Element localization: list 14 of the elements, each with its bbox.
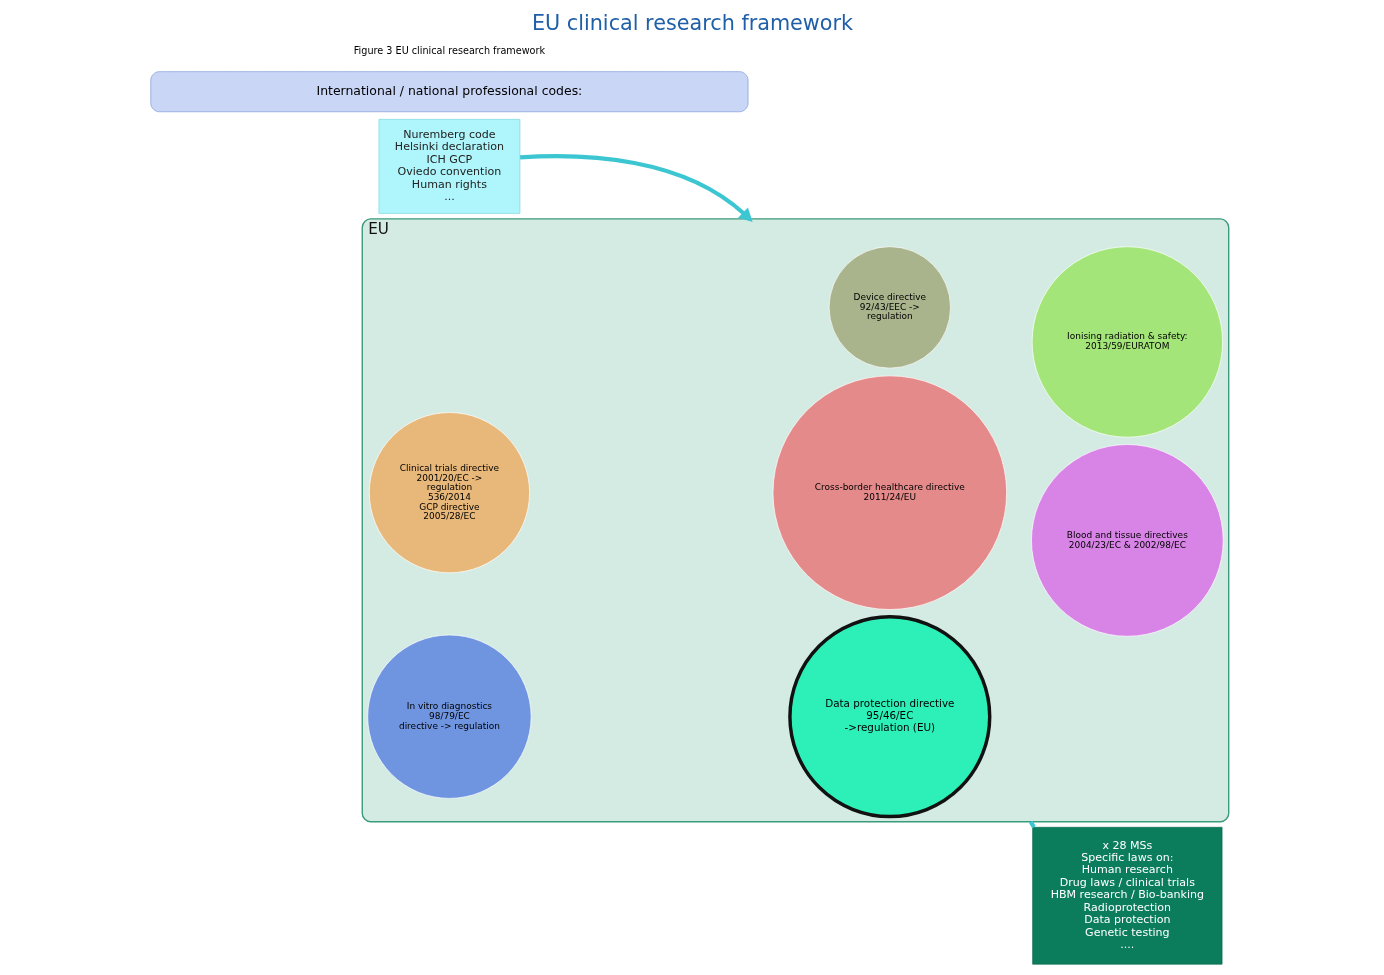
- caption: Figure 3 EU clinical research framework: [353, 45, 545, 57]
- connector: [1028, 820, 1036, 829]
- node-circle: Data protection directive 95/46/EC ->regulation (EU): [787, 615, 991, 819]
- node-circle: Clinical trials directive 2001/20/EC -> regulation 536/2014 GCP directive 2005/28/EC: [368, 412, 530, 574]
- node-box: x 28 MSs Specific laws on: Human research Drug laws / clinical trials HBM research / Bio-banking Radioprotection Data protection Genetic testing ....: [1031, 826, 1222, 965]
- node-circle: Ionising radiation & safety: 2013/59/EURATOM: [1031, 246, 1223, 438]
- node-circle: Cross-border healthcare directive 2011/24/EU: [772, 375, 1007, 610]
- node-circle: In vitro diagnostics 98/79/EC directive -> regulation: [366, 634, 531, 799]
- diagram-title: EU clinical research framework: [531, 11, 853, 36]
- arrow: [519, 154, 753, 222]
- node-circle: Device directive 92/43/EEC -> regulation: [828, 246, 951, 369]
- node-box: International / national professional codes:: [149, 71, 748, 113]
- node-circle: Blood and tissue directives 2004/23/EC & 2002/98/EC: [1030, 444, 1224, 637]
- node-box: Nuremberg code Helsinki declaration ICH GCP Oviedo convention Human rights ...: [378, 119, 520, 214]
